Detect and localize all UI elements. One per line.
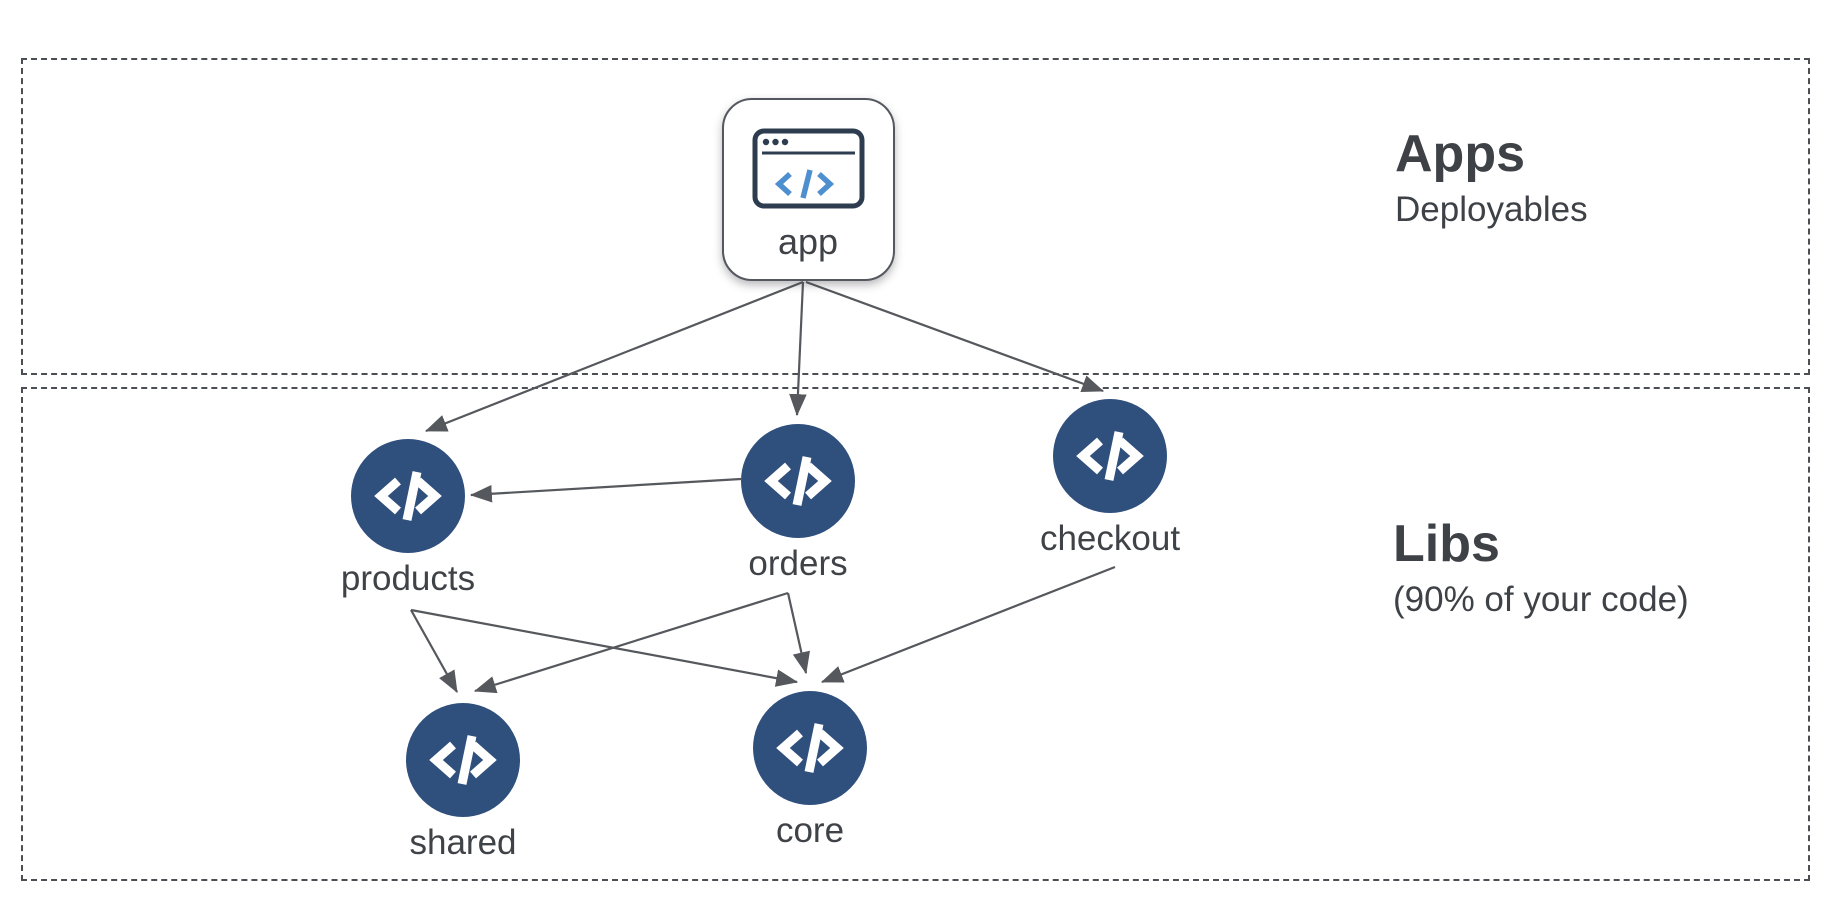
node-label: checkout: [1039, 519, 1181, 558]
code-icon: [741, 424, 855, 538]
node-label: app: [777, 221, 839, 262]
browser-window-icon: [752, 128, 864, 209]
node-label: shared: [409, 823, 517, 862]
code-icon: [406, 703, 520, 817]
libs-section-heading: Libs (90% of your code): [1393, 517, 1689, 619]
apps-section-heading: Apps Deployables: [1395, 127, 1588, 229]
node-label: orders: [748, 544, 848, 583]
node-shared: shared: [406, 703, 520, 862]
libs-section-subtitle: (90% of your code): [1393, 579, 1689, 619]
code-icon: [351, 439, 465, 553]
libs-section-box: [21, 387, 1810, 881]
node-checkout: checkout: [1040, 399, 1180, 558]
code-icon: [753, 691, 867, 805]
node-label: core: [775, 811, 845, 850]
node-app: app: [721, 98, 895, 281]
node-products: products: [341, 439, 475, 598]
apps-section-subtitle: Deployables: [1395, 189, 1588, 229]
node-orders: orders: [741, 424, 855, 583]
node-core: core: [753, 691, 867, 850]
code-icon: [1053, 399, 1167, 513]
libs-section-title: Libs: [1393, 515, 1500, 573]
apps-section-title: Apps: [1395, 125, 1525, 183]
node-label: products: [340, 559, 476, 598]
